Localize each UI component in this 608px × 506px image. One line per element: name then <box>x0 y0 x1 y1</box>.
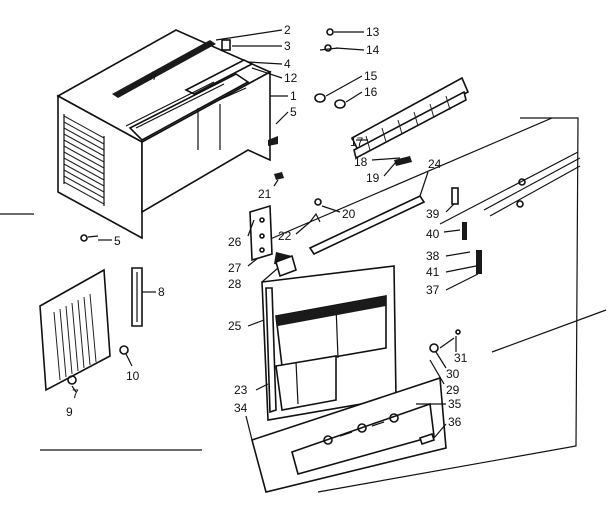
callout-18: 18 <box>354 155 368 169</box>
callout-5-top: 5 <box>290 105 297 119</box>
callout-26: 26 <box>228 235 242 249</box>
callout-10: 10 <box>126 369 140 383</box>
callout-15: 15 <box>364 69 378 83</box>
callout-labels: 2 3 4 12 1 5 13 14 15 16 17 18 19 24 21 … <box>66 23 468 429</box>
callout-35: 35 <box>448 397 462 411</box>
callout-2: 2 <box>284 23 291 37</box>
callout-34: 34 <box>234 401 248 415</box>
callout-5-bottom: 5 <box>114 234 121 248</box>
callout-20: 20 <box>342 207 356 221</box>
callout-13: 13 <box>366 25 380 39</box>
callout-30: 30 <box>446 367 460 381</box>
callout-29: 29 <box>446 383 460 397</box>
callout-8: 8 <box>158 285 165 299</box>
front-panel-part <box>261 265 397 421</box>
callout-37: 37 <box>426 283 440 297</box>
callout-1: 1 <box>290 89 297 103</box>
callout-27: 27 <box>228 261 242 275</box>
callout-24: 24 <box>428 157 442 171</box>
baffle-rod-part <box>308 151 581 256</box>
callout-21: 21 <box>258 187 272 201</box>
callout-12: 12 <box>284 71 298 85</box>
rear-panel-outline <box>253 117 579 493</box>
leader-lines <box>71 29 479 441</box>
evaporator-rail-part <box>350 76 470 166</box>
callout-39: 39 <box>426 207 440 221</box>
callout-23: 23 <box>234 383 248 397</box>
callout-31: 31 <box>454 351 468 365</box>
callout-22: 22 <box>278 229 292 243</box>
callout-16: 16 <box>364 85 378 99</box>
callout-28: 28 <box>228 277 242 291</box>
callout-4: 4 <box>284 57 291 71</box>
callout-38: 38 <box>426 249 440 263</box>
callout-25: 25 <box>228 319 242 333</box>
small-hardware-parts <box>0 28 607 451</box>
callout-40: 40 <box>426 227 440 241</box>
callout-36: 36 <box>448 415 462 429</box>
cabinet-part: // <box>56 29 272 240</box>
control-panel-part <box>251 376 447 493</box>
callout-41: 41 <box>426 265 440 279</box>
callout-19: 19 <box>366 171 380 185</box>
side-grille-part <box>39 267 143 392</box>
callout-14: 14 <box>366 43 380 57</box>
callout-7: 7 <box>72 387 79 401</box>
callout-17: 17 <box>350 135 364 149</box>
callout-3: 3 <box>284 39 291 53</box>
callout-9: 9 <box>66 405 73 419</box>
svg-text://: // <box>150 69 157 83</box>
